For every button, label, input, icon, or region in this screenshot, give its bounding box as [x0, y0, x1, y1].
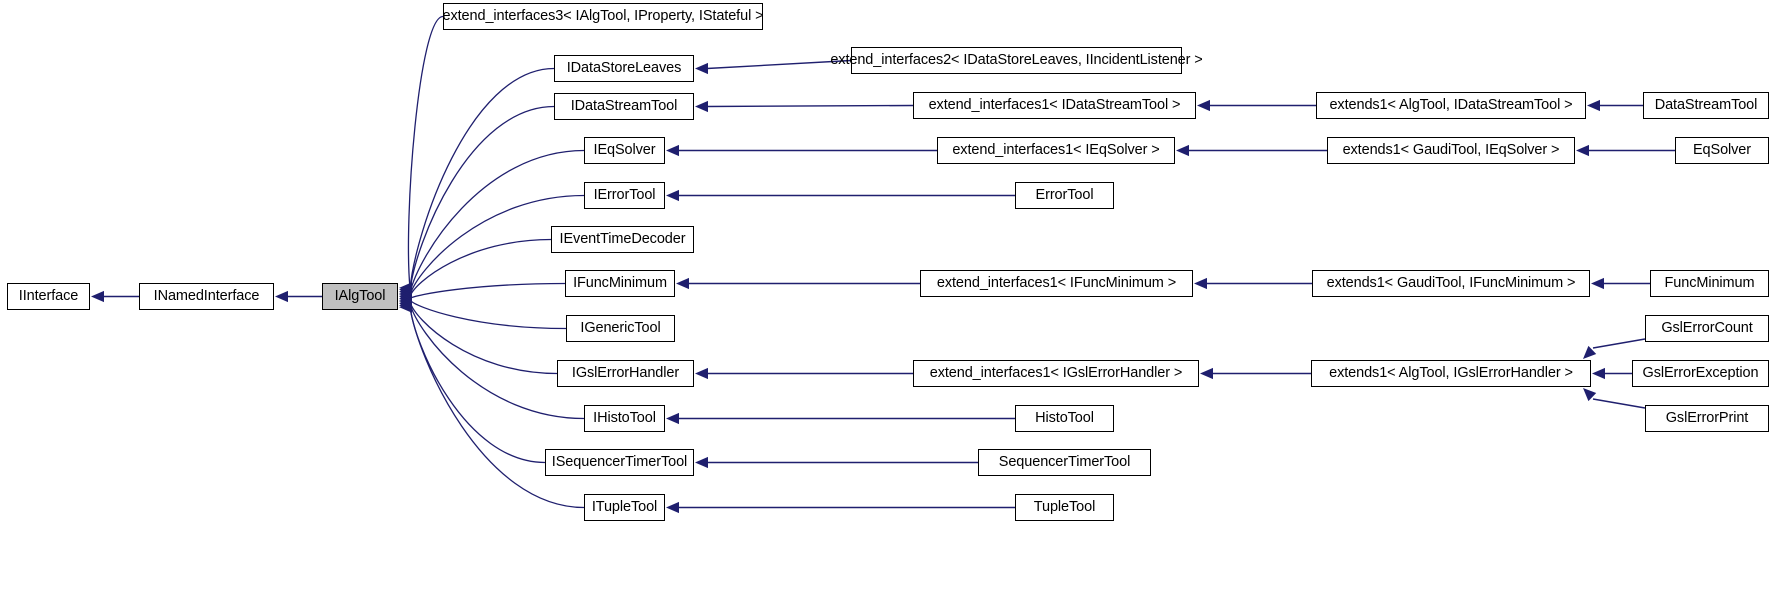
edge-ei1_geh-to-igslerrorhandler: [695, 367, 913, 380]
class-node-ei1_eqs[interactable]: extend_interfaces1< IEqSolver >: [937, 137, 1175, 164]
edge-idatastoreleaves-to-ialgtool: [399, 67, 555, 296]
class-node-ext1_gt_fm[interactable]: extends1< GaudiTool, IFuncMinimum >: [1312, 270, 1590, 297]
class-node-ieqsolver[interactable]: IEqSolver: [584, 137, 665, 164]
class-node-datastreamtool[interactable]: DataStreamTool: [1643, 92, 1769, 119]
class-node-inamed[interactable]: INamedInterface: [139, 283, 274, 310]
edge-isequencertimer-to-ialgtool: [399, 299, 546, 464]
class-node-ext1_gt_eqs[interactable]: extends1< GaudiTool, IEqSolver >: [1327, 137, 1575, 164]
class-node-ei1_geh[interactable]: extend_interfaces1< IGslErrorHandler >: [913, 360, 1199, 387]
class-node-eqsolver[interactable]: EqSolver: [1675, 137, 1769, 164]
edge-ieventtimedec-to-ialgtool: [399, 238, 552, 303]
class-node-ei2_dsl[interactable]: extend_interfaces2< IDataStoreLeaves, II…: [830, 47, 1203, 74]
class-node-ext1_algt_geh[interactable]: extends1< AlgTool, IGslErrorHandler >: [1311, 360, 1591, 387]
edge-ei1_eqs-to-ieqsolver: [666, 144, 937, 157]
edge-ialgtool-to-inamed: [275, 290, 322, 303]
edge-idatastreamtool-to-ialgtool: [399, 105, 555, 297]
edge-ei1_fm-to-ifuncminimum: [676, 277, 920, 290]
edge-ieqsolver-to-ialgtool: [399, 149, 585, 299]
edge-tupletool-to-ituple: [666, 501, 1015, 514]
edge-ext1_gt_fm-to-ei1_fm: [1194, 277, 1312, 290]
class-node-sequencertimer[interactable]: SequencerTimerTool: [978, 449, 1151, 476]
class-node-ierrortool[interactable]: IErrorTool: [584, 182, 665, 209]
class-node-idatastreamtool[interactable]: IDataStreamTool: [554, 93, 694, 120]
class-node-ituple[interactable]: ITupleTool: [584, 494, 665, 521]
class-node-errortool[interactable]: ErrorTool: [1015, 182, 1114, 209]
class-node-gslerrorcount[interactable]: GslErrorCount: [1645, 315, 1769, 342]
edge-datastreamtool-to-ext1_algt_dst: [1587, 99, 1643, 112]
class-node-gslerrorprint[interactable]: GslErrorPrint: [1645, 405, 1769, 432]
class-node-tupletool[interactable]: TupleTool: [1015, 494, 1114, 521]
class-node-ext1_algt_dst[interactable]: extends1< AlgTool, IDataStreamTool >: [1316, 92, 1586, 119]
edge-gslerrorcount-to-ext1_algt_geh: [1583, 338, 1646, 359]
class-node-igslerrorhandler[interactable]: IGslErrorHandler: [557, 360, 694, 387]
class-node-isequencertimer[interactable]: ISequencerTimerTool: [545, 449, 694, 476]
class-node-ifuncminimum[interactable]: IFuncMinimum: [565, 270, 675, 297]
edge-ext1_algt_geh-to-ei1_geh: [1200, 367, 1311, 380]
class-node-idatastoreleaves[interactable]: IDataStoreLeaves: [554, 55, 694, 82]
edge-funcminimum-to-ext1_gt_fm: [1591, 277, 1650, 290]
edge-ifuncminimum-to-ialgtool: [399, 282, 566, 304]
edge-igenerictool-to-ialgtool: [399, 294, 567, 330]
class-node-extend3[interactable]: extend_interfaces3< IAlgTool, IProperty,…: [443, 3, 764, 30]
edge-ei1_dst-to-idatastreamtool: [695, 100, 914, 113]
edge-igslerrorhandler-to-ialgtool: [399, 296, 558, 375]
edge-inamed-to-iinterface: [91, 290, 139, 303]
class-node-ihistotool[interactable]: IHistoTool: [584, 405, 665, 432]
edge-ext1_algt_dst-to-ei1_dst: [1197, 99, 1316, 112]
edge-sequencertimer-to-isequencertimer: [695, 456, 978, 469]
class-node-funcminimum[interactable]: FuncMinimum: [1650, 270, 1769, 297]
edge-ihistotool-to-ialgtool: [399, 298, 585, 420]
class-node-ei1_fm[interactable]: extend_interfaces1< IFuncMinimum >: [920, 270, 1193, 297]
edge-errortool-to-ierrortool: [666, 189, 1015, 202]
class-node-ialgtool[interactable]: IAlgTool: [322, 283, 398, 310]
edge-ext1_gt_eqs-to-ei1_eqs: [1176, 144, 1327, 157]
class-node-gslerrorexcept[interactable]: GslErrorException: [1632, 360, 1769, 387]
edge-ituple-to-ialgtool: [399, 301, 585, 509]
edge-ei2_dsl-to-idatastoreleaves: [695, 59, 852, 75]
class-node-ieventtimedec[interactable]: IEventTimeDecoder: [551, 226, 694, 253]
edge-gslerrorprint-to-ext1_algt_geh: [1583, 388, 1646, 409]
edge-extend3-to-ialgtool: [399, 15, 444, 294]
edge-eqsolver-to-ext1_gt_eqs: [1576, 144, 1675, 157]
class-node-histotool[interactable]: HistoTool: [1015, 405, 1114, 432]
edge-histotool-to-ihistotool: [666, 412, 1015, 425]
class-node-igenerictool[interactable]: IGenericTool: [566, 315, 675, 342]
edge-gslerrorexcept-to-ext1_algt_geh: [1592, 367, 1632, 380]
class-node-iinterface[interactable]: IInterface: [7, 283, 90, 310]
class-node-ei1_dst[interactable]: extend_interfaces1< IDataStreamTool >: [913, 92, 1196, 119]
